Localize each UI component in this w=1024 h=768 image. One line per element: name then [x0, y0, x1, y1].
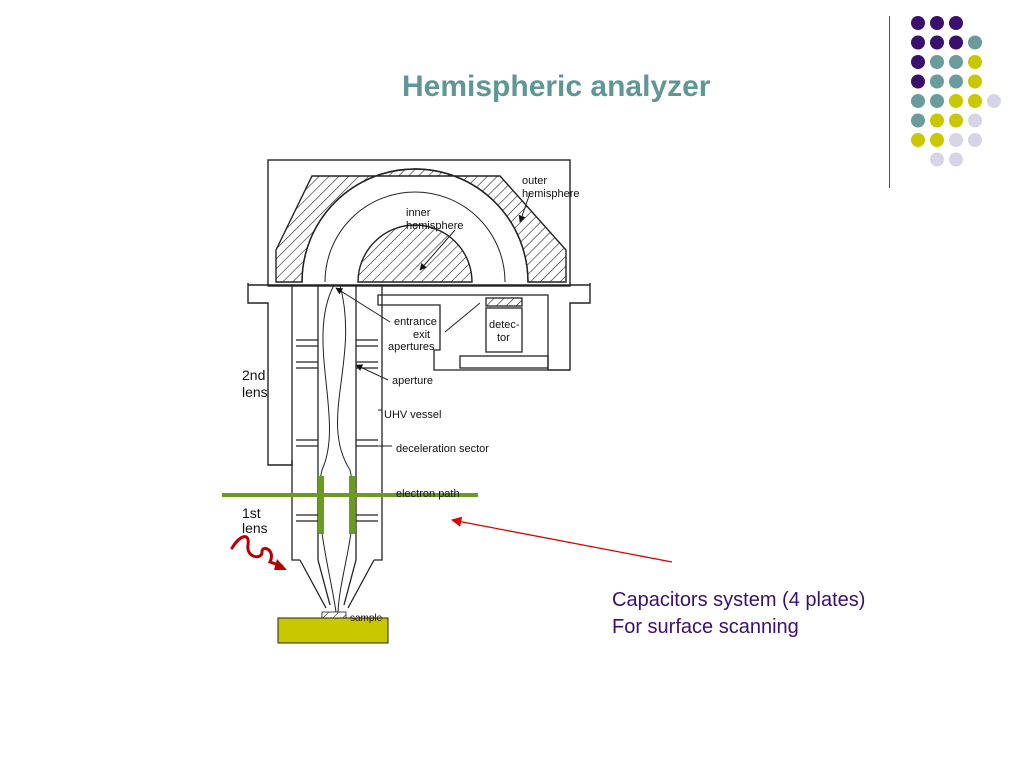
decorative-dot: [930, 74, 944, 89]
decorative-dot: [968, 35, 982, 50]
decorative-dot: [949, 74, 963, 89]
decorative-dot: [949, 16, 963, 30]
decorative-dot-grid: [911, 16, 1001, 167]
label-sample: sample: [350, 613, 383, 624]
decorative-dot: [968, 133, 982, 147]
capacitor-system: [222, 476, 478, 534]
label-entrance-exit-apertures: entrance exit apertures: [388, 316, 440, 353]
sample-block: [277, 617, 389, 644]
decorative-dot: [911, 55, 925, 69]
label-inner-hemisphere: inner hemisphere: [406, 207, 463, 232]
decorative-dot: [968, 55, 982, 69]
decorative-dot: [968, 94, 982, 108]
decorative-dot: [949, 152, 963, 167]
sample-hatch: [321, 611, 347, 619]
label-outer-hemisphere: outer hemisphere: [522, 175, 579, 200]
decorative-dot: [930, 16, 944, 30]
decorative-dot: [911, 113, 925, 128]
decorative-dot: [911, 16, 925, 30]
capacitor-plate-left: [318, 476, 324, 534]
decorative-dot: [949, 55, 963, 69]
capacitor-plate-right: [349, 476, 355, 534]
electron-path: [318, 284, 355, 613]
decorative-dot: [911, 74, 925, 89]
decorative-dot: [930, 35, 944, 50]
decorative-dot: [930, 133, 944, 147]
decorative-dot: [911, 133, 925, 147]
leader-lines: [335, 192, 531, 447]
wavy-beam-arrow: [230, 535, 284, 568]
label-electron-path: electron path: [396, 488, 460, 500]
label-first-lens: 1st lens: [242, 505, 268, 536]
caption-line-1: Capacitors system (4 plates): [612, 589, 866, 611]
decorative-dot: [911, 94, 925, 108]
decorative-dot: [911, 35, 925, 50]
label-deceleration-sector: deceleration sector: [396, 443, 489, 455]
label-second-lens: 2nd lens: [242, 367, 269, 400]
label-uhv-vessel: UHV vessel: [384, 409, 441, 421]
decorative-dot: [968, 74, 982, 89]
slide-title: Hemispheric analyzer: [402, 70, 711, 103]
title-divider-line: [889, 16, 890, 188]
decorative-dot: [930, 94, 944, 108]
decorative-dot: [949, 94, 963, 108]
decorative-dot: [949, 35, 963, 50]
label-aperture: aperture: [392, 375, 433, 387]
caption-line-2: For surface scanning: [612, 616, 799, 638]
decorative-dot: [987, 94, 1001, 108]
decorative-dot: [930, 113, 944, 128]
label-detector: detec- tor: [489, 319, 523, 344]
inner-hemisphere-shape: [357, 224, 473, 283]
capacitor-annotation-arrow: [450, 516, 673, 563]
decorative-dot: [968, 113, 982, 128]
capacitor-caption: Capacitors system (4 plates) For surface…: [612, 587, 865, 641]
detector-box: [377, 294, 549, 371]
decorative-dot: [930, 55, 944, 69]
decorative-dot: [949, 113, 963, 128]
decorative-dot: [949, 133, 963, 147]
decorative-dot: [930, 152, 944, 167]
